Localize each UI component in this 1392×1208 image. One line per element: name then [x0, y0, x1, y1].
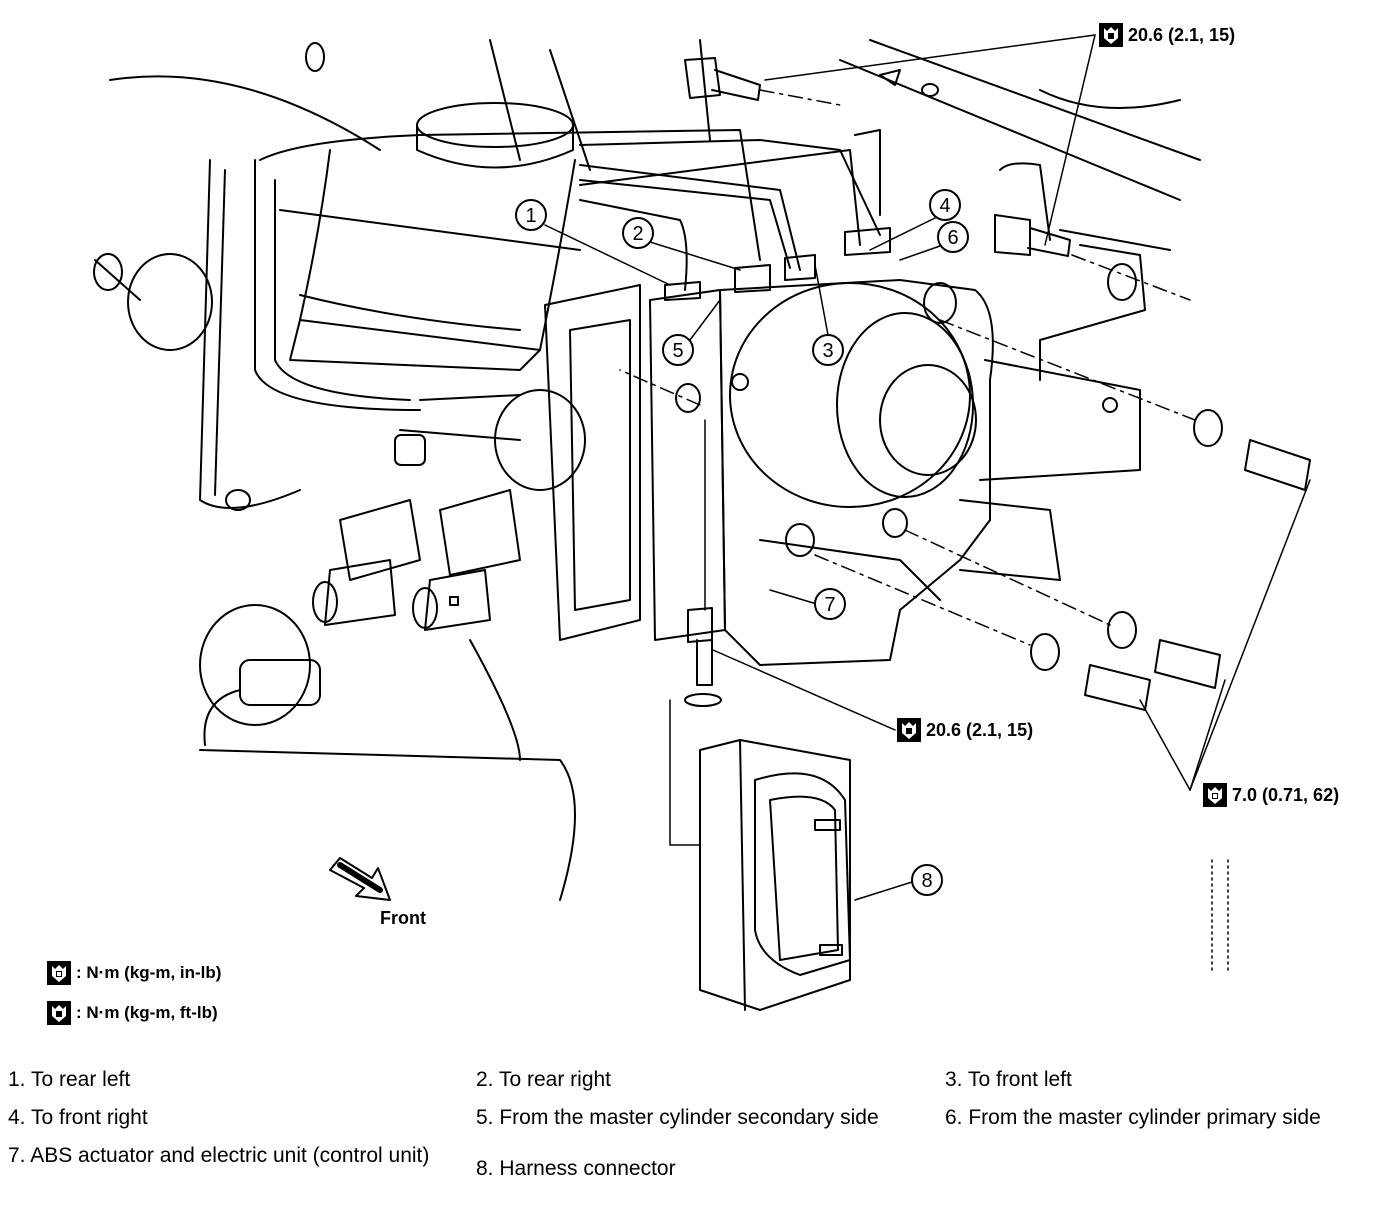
torque-spec-bracket-bolts: 7.0 (0.71, 62)	[1202, 782, 1339, 808]
callout-1: 1	[515, 199, 547, 231]
caption-item: 7. ABS actuator and electric unit (contr…	[8, 1144, 430, 1167]
svg-text:2: 2	[632, 223, 643, 245]
master-cylinder	[199, 159, 586, 511]
mounting-bolts	[684, 57, 1311, 711]
svg-text:1: 1	[525, 205, 536, 227]
svg-text:4: 4	[939, 195, 950, 217]
mounting-bracket	[544, 284, 1141, 641]
wrench-inlb-icon	[1203, 783, 1227, 807]
caption-item: 4. To front right	[8, 1106, 148, 1129]
callout-leaders	[544, 34, 1311, 901]
caption-item: 1. To rear left	[8, 1068, 131, 1091]
brake-lines	[254, 129, 881, 411]
brake-fluid-reservoir	[279, 102, 581, 371]
pressure-sensor-plugs	[93, 253, 521, 726]
caption-item: 5. From the master cylinder secondary si…	[476, 1106, 879, 1129]
body-panel-outline	[109, 39, 1201, 901]
connector-guide-lines	[669, 419, 1229, 971]
callout-7: 7	[814, 588, 846, 620]
torque-spec-upper: 20.6 (2.1, 15)	[1098, 22, 1235, 48]
wrench-ftlb-icon	[1099, 23, 1123, 47]
callout-6: 6	[937, 221, 969, 253]
callout-5: 5	[662, 334, 694, 366]
caption-item: 8. Harness connector	[476, 1157, 676, 1180]
svg-text:3: 3	[822, 340, 833, 362]
svg-text:6: 6	[947, 227, 958, 249]
front-arrow-icon	[329, 857, 391, 901]
callout-2: 2	[622, 217, 654, 249]
callout-3: 3	[812, 334, 844, 366]
callout-4: 4	[929, 189, 961, 221]
legend-ftlb: : N·m (kg-m, ft-lb)	[46, 1000, 218, 1026]
svg-text:7: 7	[824, 594, 835, 616]
abs-actuator-diagram: 1 2 3 4 5 6 7 8	[93, 34, 1311, 1011]
alignment-dash-lines	[619, 89, 1196, 646]
upper-mounting-bracket	[854, 129, 1146, 381]
svg-text:8: 8	[921, 870, 932, 892]
abs-actuator-unit	[664, 227, 994, 666]
caption-item: 2. To rear right	[476, 1068, 612, 1091]
svg-text:5: 5	[672, 340, 683, 362]
legend-inlb: : N·m (kg-m, in-lb)	[46, 960, 221, 986]
callout-balloons: 1 2 3 4 5 6 7 8	[515, 189, 969, 896]
caption-item: 6. From the master cylinder primary side	[945, 1106, 1321, 1129]
front-label: Front	[380, 908, 426, 928]
wrench-ftlb-icon	[897, 718, 921, 742]
callout-8: 8	[911, 864, 943, 896]
torque-spec-lower-bolt: 20.6 (2.1, 15)	[896, 717, 1033, 743]
wrench-inlb-icon	[47, 961, 71, 985]
caption-item: 3. To front left	[945, 1068, 1072, 1091]
wrench-ftlb-icon	[47, 1001, 71, 1025]
harness-connector	[699, 739, 851, 1011]
